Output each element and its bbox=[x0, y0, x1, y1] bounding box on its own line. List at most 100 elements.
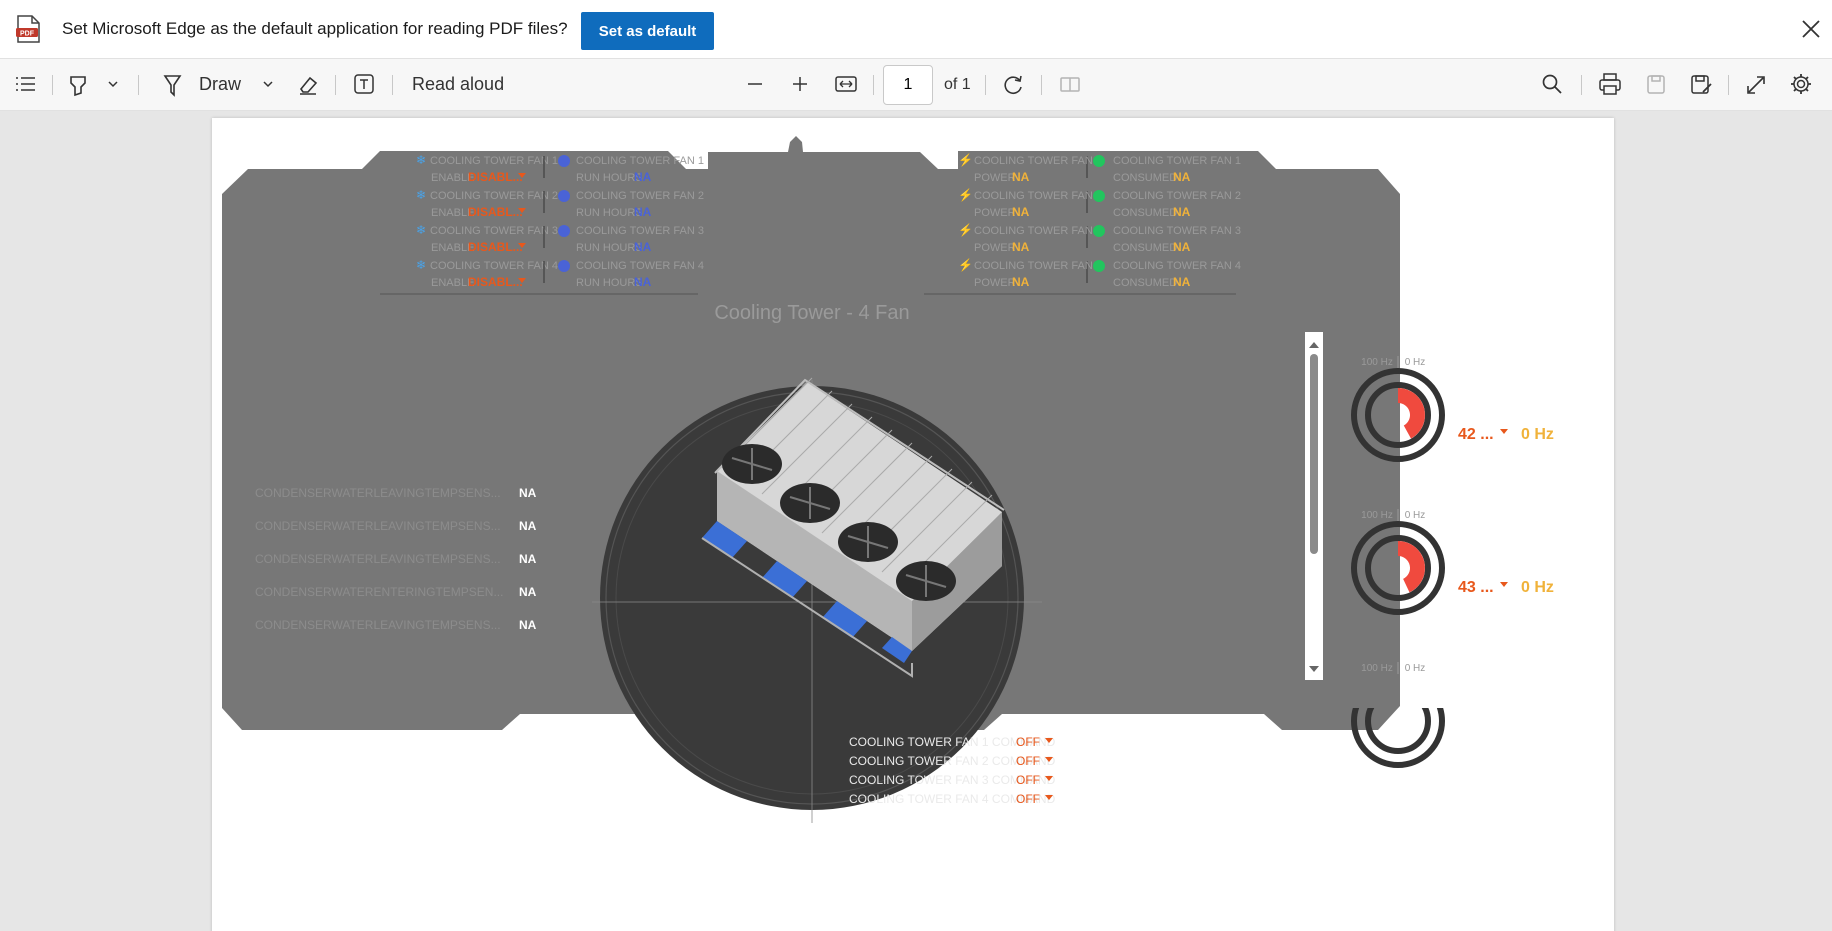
vfd-speed-value[interactable]: 42 ... bbox=[1458, 426, 1494, 443]
lightning-icon: ⚡ bbox=[958, 188, 973, 202]
table-of-contents-icon[interactable] bbox=[13, 59, 37, 110]
zoom-out-icon[interactable] bbox=[745, 59, 765, 110]
zoom-in-icon[interactable] bbox=[790, 59, 810, 110]
enable-dropdown-value[interactable]: DISABL... bbox=[468, 275, 523, 289]
consumed-icon bbox=[1093, 190, 1105, 202]
set-as-default-button[interactable]: Set as default bbox=[581, 12, 714, 50]
scroll-down-icon[interactable] bbox=[1309, 666, 1319, 672]
fan-enable-row[interactable]: ❄ COOLING TOWER FAN 3 ENABLE DISABL... bbox=[416, 223, 558, 254]
gear-icon[interactable] bbox=[1790, 59, 1812, 110]
svg-text:COOLING TOWER FAN 3: COOLING TOWER FAN 3 bbox=[974, 225, 1102, 237]
fan-title: FAN 2 bbox=[1456, 540, 1490, 554]
svg-text:COOLING TOWER FAN 4: COOLING TOWER FAN 4 bbox=[430, 260, 558, 272]
svg-text:ENABLE: ENABLE bbox=[431, 172, 474, 184]
scrollbar-thumb[interactable] bbox=[1310, 354, 1318, 554]
chevron-down-icon[interactable] bbox=[518, 173, 526, 178]
sensor-name: CONDENSERWATERLEAVINGTEMPSENS... bbox=[255, 618, 501, 632]
text-box-icon[interactable] bbox=[353, 59, 375, 110]
cooling-tower-dashboard: ❄ COOLING TOWER FAN 1 ENABLE DISABL... ❄… bbox=[222, 136, 1601, 823]
eraser-icon[interactable] bbox=[296, 59, 320, 110]
rotate-icon[interactable] bbox=[1002, 59, 1026, 110]
chevron-down-icon[interactable] bbox=[1045, 738, 1053, 743]
vfd-feedback-value: 0 Hz bbox=[1521, 426, 1554, 443]
gauge-max-label: 100 Hz bbox=[1361, 510, 1393, 521]
chevron-down-icon[interactable] bbox=[518, 208, 526, 213]
power-value: NA bbox=[1012, 275, 1030, 289]
sensor-name: CONDENSERWATERENTERINGTEMPSEN... bbox=[255, 585, 503, 599]
chevron-down-icon[interactable] bbox=[1500, 429, 1508, 434]
chevron-down-icon[interactable] bbox=[1045, 757, 1053, 762]
print-icon[interactable] bbox=[1598, 59, 1622, 110]
fit-to-width-icon[interactable] bbox=[834, 59, 858, 110]
svg-text:ENABLE: ENABLE bbox=[431, 207, 474, 219]
chevron-down-icon[interactable] bbox=[262, 59, 274, 110]
pdf-page: ❄ COOLING TOWER FAN 1 ENABLE DISABL... ❄… bbox=[212, 118, 1614, 931]
consumed-value: NA bbox=[1173, 275, 1191, 289]
run-hours-icon bbox=[558, 155, 570, 167]
fan-command-label: COOLING TOWER FAN 1 COMMAND bbox=[849, 735, 1056, 749]
read-aloud-button[interactable]: Read aloud bbox=[412, 74, 505, 94]
chevron-down-icon[interactable] bbox=[1500, 582, 1508, 587]
svg-text:RUN HOURS: RUN HOURS bbox=[576, 242, 643, 254]
snowflake-icon: ❄ bbox=[416, 258, 426, 272]
save-as-icon[interactable] bbox=[1689, 59, 1713, 110]
fan-command-value[interactable]: OFF bbox=[1016, 754, 1040, 768]
gauge-fill bbox=[1398, 388, 1425, 439]
svg-text:COOLING TOWER FAN 3: COOLING TOWER FAN 3 bbox=[430, 225, 558, 237]
enable-dropdown-value[interactable]: DISABL... bbox=[468, 170, 523, 184]
vfd-scroll-panel[interactable]: 100 Hz 0 Hz FAN 1 VFD SPEED | FEEDBACK 4… bbox=[1305, 332, 1601, 768]
svg-text:COOLING TOWER FAN 2: COOLING TOWER FAN 2 bbox=[430, 190, 558, 202]
gauge-fill bbox=[1398, 541, 1425, 593]
consumed-value: NA bbox=[1173, 170, 1191, 184]
search-icon[interactable] bbox=[1541, 59, 1563, 110]
sensor-value: NA bbox=[519, 486, 537, 500]
draw-label[interactable]: Draw bbox=[199, 74, 242, 94]
gauge-feedback-label: 0 Hz bbox=[1405, 357, 1426, 368]
close-icon[interactable] bbox=[1800, 18, 1822, 40]
gauge-max-label: 100 Hz bbox=[1361, 663, 1393, 674]
vfd-feedback-value: 0 Hz bbox=[1521, 579, 1554, 596]
chevron-down-icon[interactable] bbox=[518, 278, 526, 283]
fan-enable-row[interactable]: ❄ COOLING TOWER FAN 1 ENABLE DISABL... bbox=[416, 153, 558, 184]
chevron-down-icon[interactable] bbox=[1045, 776, 1053, 781]
pdf-viewer[interactable]: ❄ COOLING TOWER FAN 1 ENABLE DISABL... ❄… bbox=[0, 111, 1832, 931]
run-hours-icon bbox=[558, 260, 570, 272]
consumed-icon bbox=[1093, 225, 1105, 237]
fan-subtitle: VFD SPEED | FEEDBACK bbox=[1456, 710, 1601, 724]
sensor-list: CONDENSERWATERLEAVINGTEMPSENS... NA COND… bbox=[255, 486, 537, 632]
run-hours-icon bbox=[558, 225, 570, 237]
fan-run-hours-panel: COOLING TOWER FAN 1 RUN HOURS NA COOLING… bbox=[558, 155, 704, 289]
chevron-down-icon[interactable] bbox=[518, 243, 526, 248]
svg-text:POWER: POWER bbox=[974, 172, 1016, 184]
fan-enable-row[interactable]: ❄ COOLING TOWER FAN 2 ENABLE DISABL... bbox=[416, 188, 558, 219]
svg-text:ENABLE: ENABLE bbox=[431, 277, 474, 289]
fan-command-label: COOLING TOWER FAN 2 COMMAND bbox=[849, 754, 1056, 768]
svg-text:COOLING TOWER FAN 4: COOLING TOWER FAN 4 bbox=[974, 260, 1102, 272]
fan-enable-row[interactable]: ❄ COOLING TOWER FAN 4 ENABLE DISABL... bbox=[416, 258, 558, 289]
highlight-icon[interactable] bbox=[67, 59, 89, 110]
snowflake-icon: ❄ bbox=[416, 153, 426, 167]
pdf-toolbar: Draw Read aloud 1 of 1 bbox=[0, 59, 1832, 111]
consumed-icon bbox=[1093, 260, 1105, 272]
default-app-banner: PDF Set Microsoft Edge as the default ap… bbox=[0, 0, 1832, 59]
fullscreen-icon[interactable] bbox=[1745, 59, 1767, 110]
consumed-value: NA bbox=[1173, 205, 1191, 219]
chevron-down-icon[interactable] bbox=[1045, 795, 1053, 800]
vfd-speed-value[interactable]: 43 ... bbox=[1458, 579, 1494, 596]
sensor-value: NA bbox=[519, 618, 537, 632]
svg-text:RUN HOURS: RUN HOURS bbox=[576, 207, 643, 219]
enable-dropdown-value[interactable]: DISABL... bbox=[468, 240, 523, 254]
chevron-down-icon[interactable] bbox=[107, 59, 119, 110]
sensor-name: CONDENSERWATERLEAVINGTEMPSENS... bbox=[255, 486, 501, 500]
scroll-up-icon[interactable] bbox=[1309, 342, 1319, 348]
svg-text:COOLING TOWER FAN 2: COOLING TOWER FAN 2 bbox=[1113, 190, 1241, 202]
enable-dropdown-value[interactable]: DISABL... bbox=[468, 205, 523, 219]
fan-command-value[interactable]: OFF bbox=[1016, 792, 1040, 806]
fan-title: FAN 3 bbox=[1456, 693, 1490, 707]
fan-command-value[interactable]: OFF bbox=[1016, 735, 1040, 749]
svg-text:COOLING TOWER FAN 3: COOLING TOWER FAN 3 bbox=[576, 225, 704, 237]
power-value: NA bbox=[1012, 240, 1030, 254]
draw-icon[interactable] bbox=[161, 59, 183, 110]
page-number-input[interactable]: 1 bbox=[883, 65, 933, 105]
fan-command-value[interactable]: OFF bbox=[1016, 773, 1040, 787]
